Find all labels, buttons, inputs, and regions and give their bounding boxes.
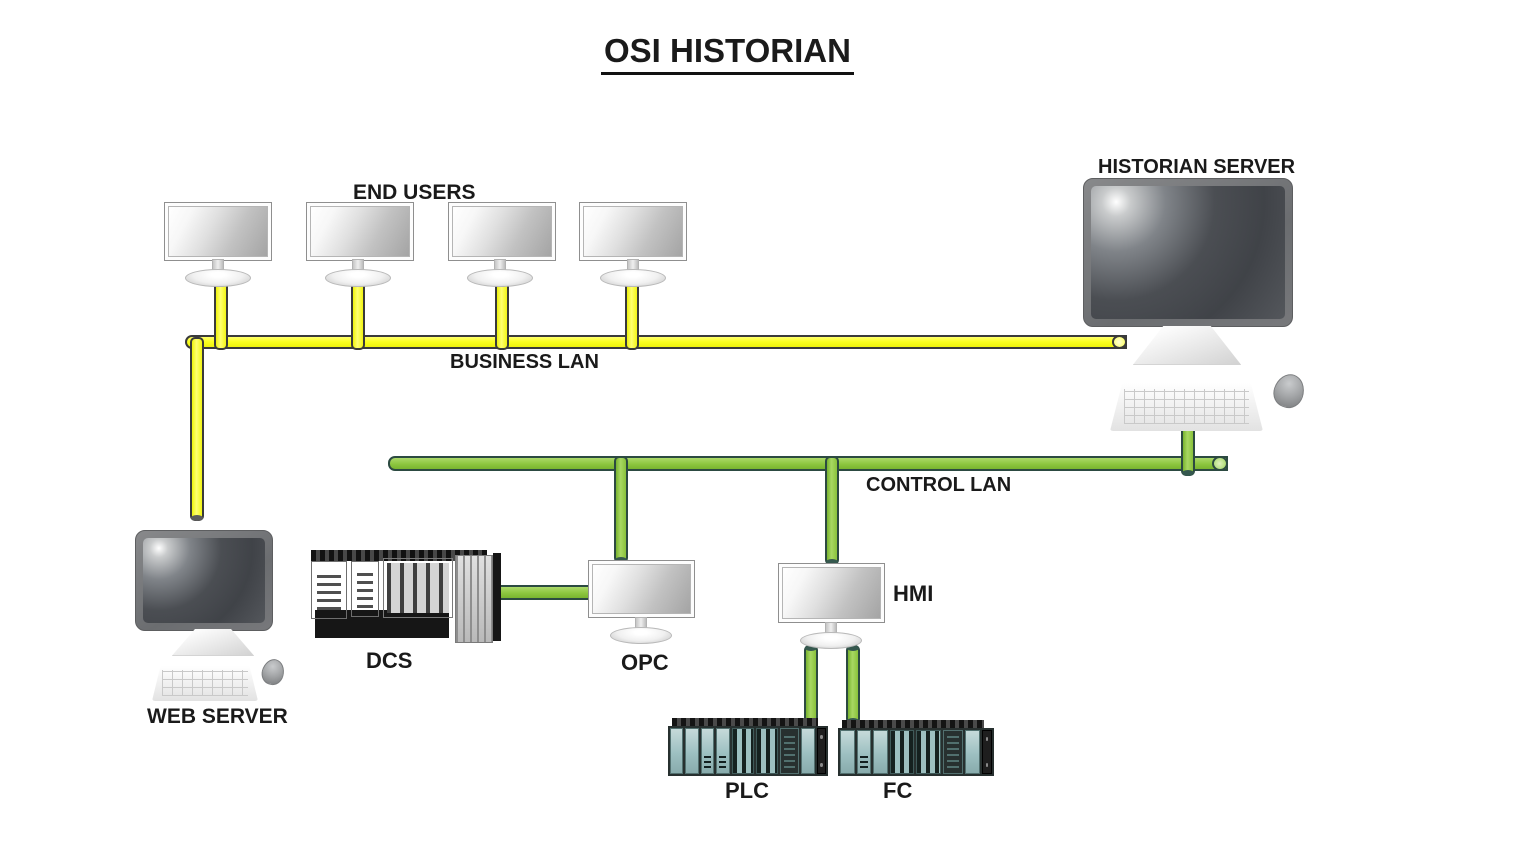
- connector-controllan-opc: [614, 456, 628, 563]
- fc-io-slots: [916, 730, 941, 774]
- dcs-module: [455, 555, 493, 643]
- plc-vent-module: [779, 728, 800, 774]
- connector-hmi-fc: [846, 645, 860, 724]
- end-user-monitor-2-base: [325, 269, 391, 287]
- end-user-monitor-2-screen: [310, 206, 410, 257]
- end-user-monitor-3-base: [467, 269, 533, 287]
- plc-backplane: [672, 718, 818, 727]
- end-user-monitor-1-base: [185, 269, 251, 287]
- connector-historian-controllan: [1181, 424, 1195, 476]
- fc-io-slots: [890, 730, 915, 774]
- control-lan-pipe: [388, 456, 1228, 471]
- web-server-mouse: [259, 656, 287, 688]
- connector-hmi-plc: [804, 645, 818, 724]
- web-server-stand: [172, 629, 254, 656]
- historian-server-screen: [1091, 186, 1285, 319]
- fc-modules: [838, 728, 994, 776]
- opc-screen: [592, 564, 691, 614]
- connector-businesslan-webserver: [190, 337, 204, 521]
- plc-module: [716, 728, 730, 774]
- historian-server-stand: [1133, 326, 1241, 365]
- end-user-monitor-4: [579, 202, 687, 261]
- web-server-keyboard: [152, 666, 258, 701]
- web-server-monitor: [135, 530, 273, 631]
- end-users-label: END USERS: [353, 181, 476, 204]
- end-user-monitor-4-base: [600, 269, 666, 287]
- connector-dcs-opc: [497, 585, 591, 600]
- end-user-monitor-1-screen: [168, 206, 268, 257]
- hmi-monitor-base: [800, 632, 862, 649]
- dcs-module: [351, 561, 379, 617]
- plc-rack: [668, 718, 828, 779]
- fc-module: [965, 730, 981, 774]
- business-lan-pipe: [185, 335, 1127, 349]
- end-user-monitor-3: [448, 202, 556, 261]
- dcs-unit: [305, 548, 501, 648]
- historian-server-keys: [1123, 388, 1250, 425]
- end-user-monitor-2: [306, 202, 414, 261]
- diagram-title: OSI HISTORIAN: [601, 32, 854, 75]
- web-server-screen: [143, 538, 265, 623]
- plc-module: [670, 728, 684, 774]
- plc-cpu-module: [700, 728, 715, 774]
- hmi-label: HMI: [893, 581, 934, 606]
- dcs-base-chassis: [315, 610, 449, 638]
- fc-module: [873, 730, 889, 774]
- connector-controllan-hmi: [825, 456, 839, 565]
- end-user-monitor-1: [164, 202, 272, 261]
- plc-end-bracket: [816, 728, 826, 774]
- plc-module: [801, 728, 815, 774]
- fc-cpu-module: [856, 730, 872, 774]
- fc-vent-module: [942, 730, 964, 774]
- hmi-monitor: [778, 563, 885, 623]
- opc-monitor: [588, 560, 695, 618]
- opc-label: OPC: [621, 650, 669, 675]
- dcs-module: [311, 561, 347, 619]
- control-lan-label: CONTROL LAN: [866, 474, 1012, 496]
- fc-rack: [838, 720, 994, 779]
- opc-monitor-base: [610, 627, 672, 644]
- dcs-edge-bracket: [493, 553, 501, 641]
- fc-module: [840, 730, 855, 774]
- plc-module: [685, 728, 699, 774]
- business-lan-label: BUSINESS LAN: [450, 351, 599, 373]
- historian-server-monitor: [1083, 178, 1293, 327]
- historian-server-mouse: [1269, 370, 1309, 412]
- dcs-top-rail: [311, 550, 487, 561]
- end-user-monitor-4-screen: [583, 206, 683, 257]
- web-server-keys: [161, 670, 249, 697]
- fc-label: FC: [883, 778, 913, 803]
- end-user-monitor-3-screen: [452, 206, 552, 257]
- dcs-card-slots: [383, 558, 453, 618]
- plc-label: PLC: [725, 778, 769, 803]
- plc-io-slots: [731, 728, 754, 774]
- plc-modules: [668, 726, 828, 776]
- connector-enduser4-businesslan: [625, 281, 639, 350]
- hmi-screen: [782, 567, 881, 619]
- historian-server-label: HISTORIAN SERVER: [1098, 156, 1296, 178]
- dcs-label: DCS: [366, 648, 413, 673]
- connector-enduser2-businesslan: [351, 281, 365, 350]
- web-server-label: WEB SERVER: [147, 705, 288, 728]
- connector-enduser1-businesslan: [214, 281, 228, 350]
- fc-backplane: [842, 720, 984, 729]
- fc-end-bracket: [982, 730, 993, 774]
- historian-server-keyboard: [1110, 383, 1263, 431]
- plc-io-slots: [755, 728, 778, 774]
- connector-enduser3-businesslan: [495, 281, 509, 350]
